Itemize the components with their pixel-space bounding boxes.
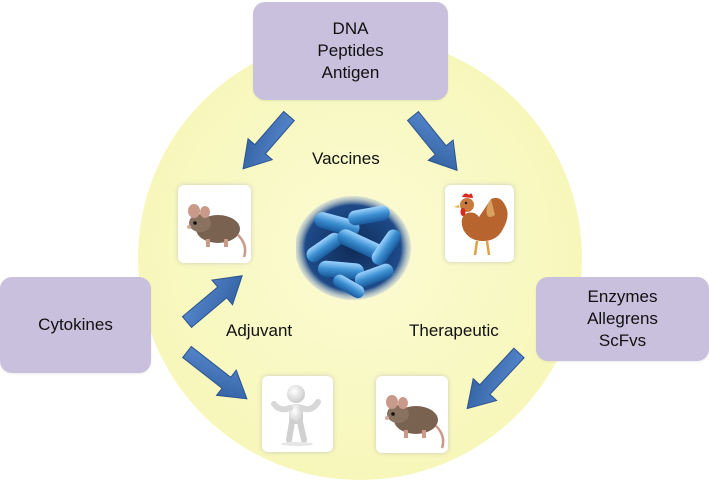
box-line: ScFvs xyxy=(598,331,647,350)
arrow-left-up xyxy=(181,275,243,329)
label-vaccines: Vaccines xyxy=(312,149,380,168)
human-figure-icon xyxy=(271,385,321,446)
arrow-left-down xyxy=(181,345,248,400)
box-vaccine-components: DNA Peptides Antigen xyxy=(253,2,448,100)
mouse-image xyxy=(376,376,448,453)
arrow-top-left xyxy=(242,110,295,170)
mouse-icon xyxy=(187,204,247,258)
box-therapeutic-components: Enzymes Allegrens ScFvs xyxy=(536,277,709,361)
arrow-top-right xyxy=(406,110,458,172)
box-line: Antigen xyxy=(321,63,380,82)
arrow-right-down xyxy=(466,347,525,410)
box-line: Cytokines xyxy=(38,315,113,334)
chicken-icon xyxy=(454,193,508,256)
box-line: Allegrens xyxy=(587,309,658,328)
mouse-icon xyxy=(385,395,445,449)
label-therapeutic: Therapeutic xyxy=(409,321,499,340)
bacteria-image xyxy=(296,196,411,300)
box-line: Enzymes xyxy=(587,287,658,306)
box-cytokines: Cytokines xyxy=(0,277,151,373)
box-line: DNA xyxy=(332,19,369,38)
label-adjuvant: Adjuvant xyxy=(226,321,293,340)
chicken-image xyxy=(445,185,514,262)
mouse-image xyxy=(178,185,251,263)
box-line: Peptides xyxy=(317,41,384,60)
human-image xyxy=(262,376,333,452)
